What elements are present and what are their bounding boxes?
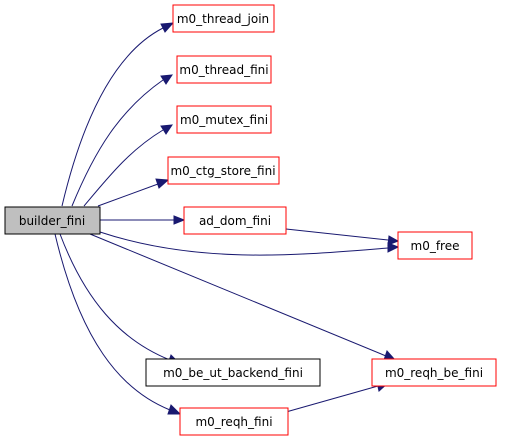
node-m0_reqh_be_fini[interactable]: m0_reqh_be_fini [371, 358, 497, 387]
edges [54, 22, 400, 415]
node-label-m0_reqh_be_fini: m0_reqh_be_fini [385, 366, 483, 380]
node-label-m0_free: m0_free [411, 239, 460, 253]
arrowhead-icon [160, 124, 173, 135]
edge-builder_fini-m0_thread_fini [71, 79, 164, 207]
node-label-m0_thread_join: m0_thread_join [177, 12, 269, 26]
edge-m0_reqh_fini-m0_reqh_be_fini [285, 385, 379, 413]
node-ad_dom_fini[interactable]: ad_dom_fini [183, 206, 287, 235]
node-m0_thread_fini[interactable]: m0_thread_fini [176, 55, 272, 84]
edge-builder_fini-m0_mutex_fini [83, 129, 164, 207]
arrowhead-icon [387, 242, 400, 253]
node-label-m0_be_ut_backend_fini: m0_be_ut_backend_fini [163, 366, 303, 380]
edge-ad_dom_fini-m0_free [285, 228, 389, 241]
node-label-m0_thread_fini: m0_thread_fini [179, 63, 268, 77]
node-label-m0_ctg_store_fini: m0_ctg_store_fini [170, 164, 275, 178]
arrowhead-icon [167, 404, 182, 415]
node-m0_thread_join[interactable]: m0_thread_join [172, 4, 275, 33]
arrowhead-icon [387, 235, 400, 246]
node-m0_free[interactable]: m0_free [397, 231, 473, 260]
node-builder_fini[interactable]: builder_fini [4, 206, 101, 235]
arrowhead-icon [173, 215, 186, 225]
arrowhead-icon [155, 178, 170, 189]
node-m0_be_ut_backend_fini[interactable]: m0_be_ut_backend_fini [145, 358, 321, 387]
arrowhead-icon [160, 74, 173, 85]
node-label-builder_fini: builder_fini [19, 214, 85, 228]
node-label-m0_reqh_fini: m0_reqh_fini [195, 415, 272, 429]
nodes: builder_fini m0_thread_join m0_thread_fi… [4, 4, 497, 436]
node-label-m0_mutex_fini: m0_mutex_fini [180, 113, 268, 127]
edge-builder_fini-m0_reqh_be_fini [89, 233, 387, 357]
node-label-ad_dom_fini: ad_dom_fini [199, 214, 271, 228]
edge-builder_fini-m0_reqh_fini [54, 233, 171, 411]
node-m0_reqh_fini[interactable]: m0_reqh_fini [179, 407, 289, 436]
edge-builder_fini-m0_ctg_store_fini [97, 183, 159, 207]
edge-builder_fini-m0_thread_join [61, 27, 164, 207]
node-m0_ctg_store_fini[interactable]: m0_ctg_store_fini [167, 156, 280, 185]
edge-builder_fini-m0_free [99, 231, 389, 256]
arrowhead-icon [160, 22, 175, 33]
node-m0_mutex_fini[interactable]: m0_mutex_fini [176, 105, 272, 134]
edge-builder_fini-m0_be_ut_backend_fini [59, 233, 171, 361]
